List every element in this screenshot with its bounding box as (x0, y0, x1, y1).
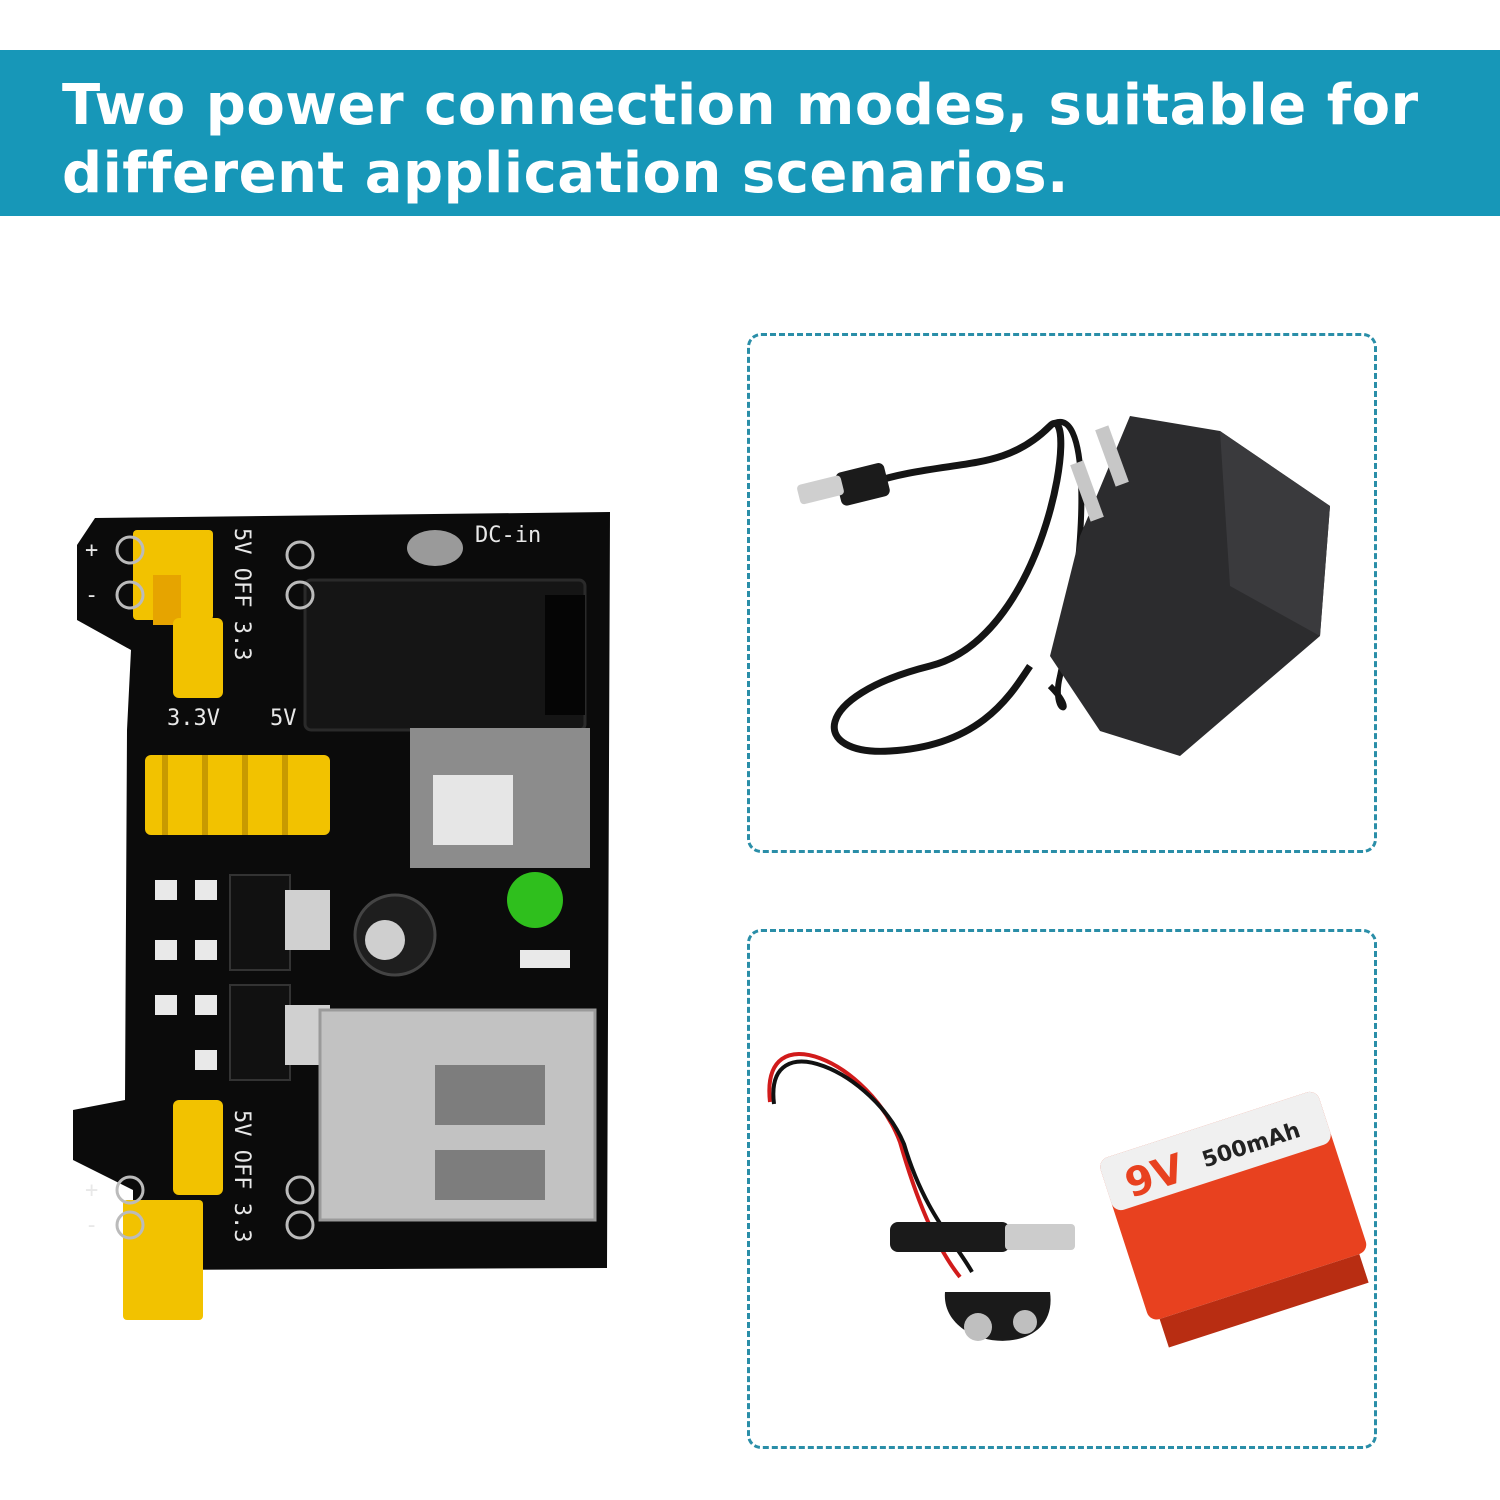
header-banner: Two power connection modes, suitable for… (0, 50, 1500, 216)
bottom-jumper (123, 1200, 203, 1320)
top-jumper-cap (153, 575, 181, 625)
battery-panel: 9V 500mAh (747, 929, 1377, 1449)
snap-terminal-1 (964, 1313, 992, 1341)
adapter-prong-1 (1095, 425, 1129, 487)
pad (285, 580, 315, 610)
usb-port-slot-2 (435, 1150, 545, 1200)
bottom-minus-sign: - (85, 1213, 98, 1238)
adapter-panel (747, 333, 1377, 853)
dc-jack-pin (407, 530, 463, 566)
pad (285, 1210, 315, 1240)
top-jumper-pins (173, 618, 223, 698)
capacitor-top (365, 920, 405, 960)
pad (285, 1175, 315, 1205)
dc-in-label: DC-in (475, 523, 541, 548)
pad (115, 1175, 145, 1205)
pad (115, 1210, 145, 1240)
bottom-plus-sign: + (85, 1178, 98, 1203)
regulator-top-tab (285, 890, 330, 950)
adapter-plug (835, 463, 890, 506)
banner-title-line-1: Two power connection modes, suitable for (62, 73, 1419, 138)
regulator-top (229, 874, 291, 971)
pad (115, 580, 145, 610)
pad (115, 535, 145, 565)
power-switch-slider (433, 775, 513, 845)
dc-jack (303, 578, 587, 732)
power-module-illustration: DC-in 3.3V 5V + - + - 5V OFF 3.3 5V OFF … (73, 512, 610, 1320)
bottom-jumper-pins (173, 1100, 223, 1195)
pad (285, 540, 315, 570)
dc-jack-opening (545, 595, 585, 715)
battery-plug-tip (1005, 1224, 1075, 1250)
wall-adapter-illustration (797, 416, 1330, 756)
bottom-jumper-label: 5V OFF 3.3 (229, 1110, 254, 1242)
battery-body: 9V 500mAh (1100, 1091, 1369, 1348)
label-5v: 5V (270, 706, 297, 731)
usb-port-slot-1 (435, 1065, 545, 1125)
banner-title-line-2: different application scenarios. (62, 141, 1069, 206)
banner-title: Two power connection modes, suitable for… (62, 72, 1500, 208)
power-module-image: DC-in 3.3V 5V + - + - 5V OFF 3.3 5V OFF … (55, 500, 625, 1340)
snap-terminal-2 (1013, 1310, 1037, 1334)
adapter-prong-2 (1070, 460, 1104, 522)
top-plus-sign: + (85, 538, 98, 563)
header-pins (145, 755, 330, 835)
adapter-body-face (1220, 431, 1330, 636)
battery-illustration: 9V 500mAh (767, 1052, 1369, 1348)
label-3-3v: 3.3V (167, 706, 220, 731)
battery-plug (890, 1222, 1010, 1252)
top-minus-sign: - (85, 583, 98, 608)
top-jumper-label: 5V OFF 3.3 (229, 528, 254, 660)
led (507, 872, 563, 928)
regulator-bottom (229, 984, 291, 1081)
adapter-cable (830, 419, 1065, 755)
smd-components (155, 880, 570, 1070)
adapter-plug-tip (797, 475, 844, 505)
